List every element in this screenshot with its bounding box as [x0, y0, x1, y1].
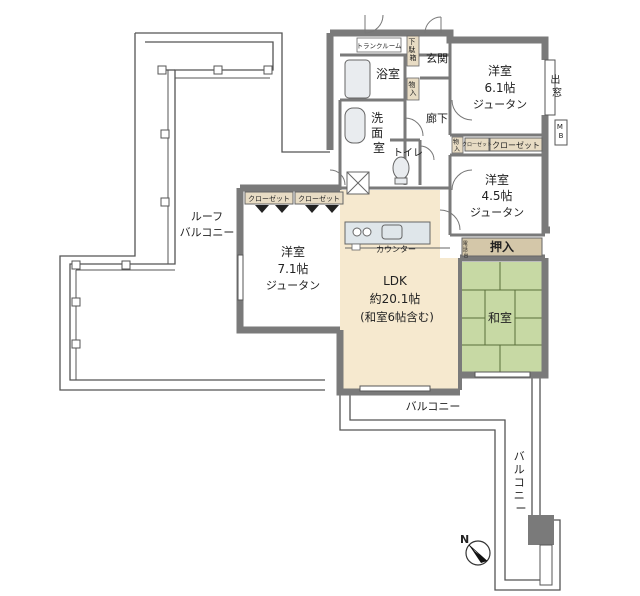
balcony-bottom-label: バルコニー — [406, 400, 461, 413]
room-label-western-61-size: 6.1帖 — [484, 80, 515, 95]
room-label-hallway: 廊下 — [426, 111, 448, 125]
roof-balcony-label-line1: ルーフ — [191, 210, 223, 223]
room-label-bath: 浴室 — [376, 66, 400, 81]
room-label-western-45-name: 洋室 — [485, 172, 509, 187]
room-label-western-45-size: 4.5帖 — [481, 188, 512, 203]
tatami-lines — [460, 262, 542, 372]
closet-label-main: クローゼット — [492, 140, 540, 150]
storage-box-2 — [451, 136, 464, 154]
counter-label: カウンター — [376, 245, 416, 254]
room-label-western-71-floor: ジュータン — [266, 279, 320, 292]
room-label-washitsu: 和室 — [488, 310, 512, 325]
tatami-floor — [460, 262, 542, 372]
roof-balcony — [59, 32, 330, 391]
closet-label-3: クローゼット — [462, 141, 492, 148]
shoe-box — [406, 35, 420, 67]
roof-balcony-rail — [75, 70, 270, 380]
room-label-toilet: トイレ — [393, 148, 423, 159]
door-swings — [329, 14, 473, 231]
room-label-ldk-size: 約20.1帖 — [370, 291, 421, 306]
room-label-western-71-name: 洋室 — [281, 244, 305, 259]
compass-north-label: N — [460, 533, 469, 546]
trunk-room-label: トランクルーム — [356, 42, 402, 50]
kitchen-fixtures — [344, 171, 431, 245]
bay-window-label: 出 窓 — [550, 73, 563, 99]
trunk-room-box — [356, 37, 402, 53]
room-label-entrance: 玄関 — [426, 51, 448, 65]
room-label-ldk-name: LDK — [383, 274, 408, 288]
storage-box-1 — [406, 77, 420, 101]
room-label-western-45-floor: ジュータン — [470, 206, 524, 219]
room-label-ldk-note: (和室6帖含む) — [360, 310, 434, 324]
closet-bands — [244, 137, 543, 257]
oshiire-label: 押入 — [490, 239, 514, 254]
shoe-box-label: 下 駄 箱 — [408, 38, 417, 62]
room-label-western-71-size: 7.1帖 — [277, 261, 308, 276]
room-label-washroom: 洗 面 室 — [371, 111, 387, 155]
phone-stand-label: 電 話 台 — [463, 241, 470, 259]
bath-fixtures — [344, 59, 410, 185]
room-label-western-61-floor: ジュータン — [473, 98, 527, 111]
closet-label-1: クローゼット — [248, 194, 290, 203]
roof-balcony-posts — [71, 65, 273, 349]
storage-label-2: 物 入 — [453, 138, 461, 153]
closet-label-2: クローゼット — [298, 194, 340, 203]
windows — [237, 59, 568, 392]
balcony-right-label: バ ル コ ニ ー — [514, 450, 529, 515]
storage-label-1: 物 入 — [408, 80, 417, 97]
closet-doors — [255, 205, 339, 213]
compass: N — [460, 533, 491, 566]
counter-outlet — [351, 243, 361, 251]
mb-label: M B — [557, 123, 565, 140]
ldk-floor — [340, 190, 460, 390]
room-label-western-61-name: 洋室 — [488, 63, 512, 78]
roof-balcony-label-line2: バルコニー — [180, 226, 235, 239]
balcony-posts — [528, 515, 554, 586]
